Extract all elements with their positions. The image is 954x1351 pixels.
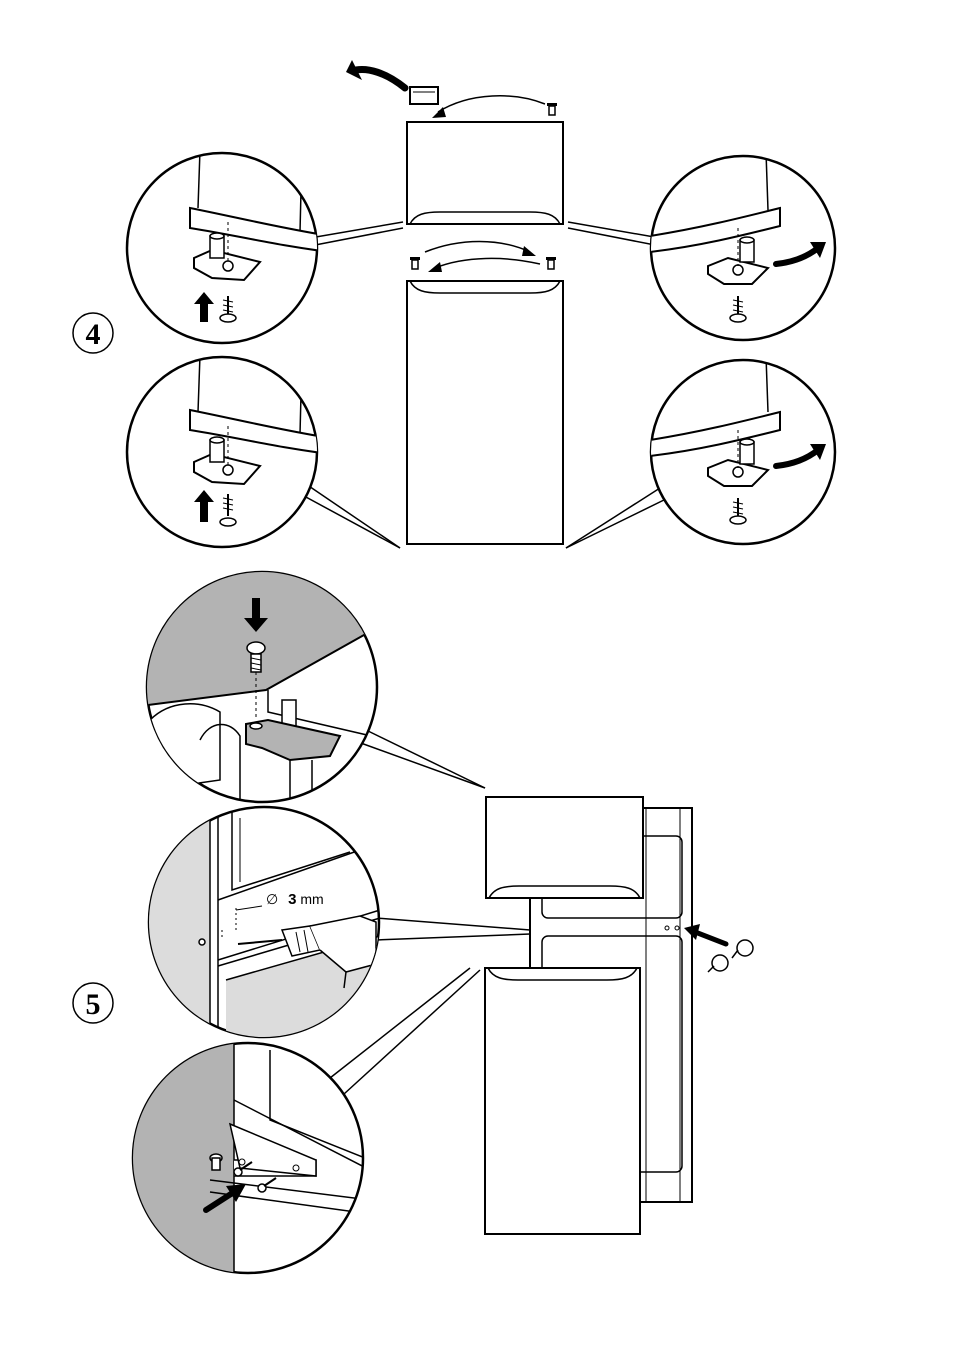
hinge-pin-icon bbox=[546, 257, 556, 269]
transfer-arrow bbox=[438, 96, 545, 112]
detail-hinge-right-lower bbox=[650, 356, 835, 544]
curved-arrow-icon bbox=[356, 70, 405, 88]
hinge-pin-icon bbox=[410, 257, 420, 269]
detail-hinge-left-upper bbox=[127, 150, 330, 343]
step-number-5: 5 bbox=[86, 988, 101, 1021]
step-4-section bbox=[73, 60, 835, 548]
step-number-4: 4 bbox=[86, 318, 101, 351]
upper-door-step5 bbox=[486, 797, 643, 898]
drill-size-value: 3 bbox=[288, 891, 296, 908]
diameter-symbol: ∅ bbox=[266, 891, 278, 907]
hinge-pin-icon bbox=[547, 103, 557, 115]
detail-bottom-hinge bbox=[130, 1040, 370, 1280]
swap-arrow-right bbox=[425, 242, 530, 253]
step-5-section bbox=[73, 572, 753, 1280]
upper-door bbox=[407, 122, 563, 224]
drill-size-label: ∅ 3 mm bbox=[266, 891, 324, 908]
detail-drilling bbox=[140, 800, 380, 1050]
detail-hinge-left-lower bbox=[127, 355, 330, 547]
lower-door-step5 bbox=[485, 968, 640, 1234]
detail-hinge-right-upper bbox=[650, 152, 835, 340]
cover-cap bbox=[410, 87, 438, 104]
drill-size-unit: mm bbox=[300, 891, 323, 907]
plug-cap-icon bbox=[708, 940, 753, 972]
detail-top-hinge bbox=[140, 572, 380, 802]
swap-arrow-left bbox=[435, 258, 540, 268]
lower-door bbox=[407, 281, 563, 544]
